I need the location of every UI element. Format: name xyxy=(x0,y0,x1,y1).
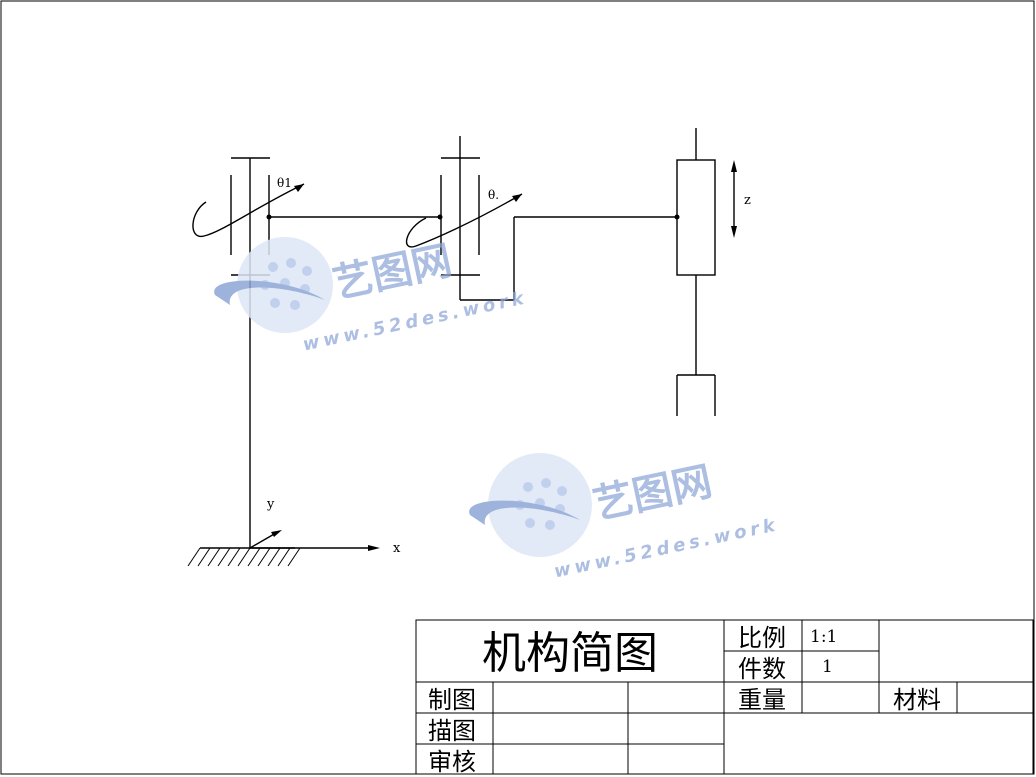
theta2-label: θ. xyxy=(488,188,499,202)
title-block xyxy=(415,619,1034,775)
x-axis-arrow xyxy=(250,545,380,551)
z-label: z xyxy=(744,193,751,208)
drawn-label: 制图 xyxy=(428,686,476,714)
y-axis-label: y xyxy=(266,497,275,512)
scale-label: 比例 xyxy=(738,624,786,652)
count-label: 件数 xyxy=(738,655,786,683)
material-label: 材料 xyxy=(893,686,941,714)
prismatic-joint-z xyxy=(674,128,716,416)
theta1-label: θ1 xyxy=(277,176,292,190)
x-axis-label: x xyxy=(393,541,401,556)
watermark-brand-2: 艺图网 xyxy=(589,459,716,529)
ground-hatch xyxy=(187,547,301,567)
watermark-logo-1: 艺图网 www.52des.work xyxy=(214,237,529,355)
weight-label: 重量 xyxy=(738,686,786,714)
watermark-logo-2: 艺图网 www.52des.work xyxy=(469,453,781,582)
y-axis-arrow xyxy=(249,530,282,549)
count-value: 1 xyxy=(822,657,833,677)
traced-label: 描图 xyxy=(428,717,476,745)
watermark-url-1: www.52des.work xyxy=(301,287,529,355)
review-label: 审核 xyxy=(428,748,476,776)
z-motion-arrow xyxy=(731,160,737,238)
link-2-offset xyxy=(460,216,677,301)
watermark-brand-1: 艺图网 xyxy=(329,238,456,308)
scale-value: 1:1 xyxy=(810,627,837,647)
title-block-title: 机构简图 xyxy=(482,628,658,679)
joint-2-rotary xyxy=(405,136,523,300)
